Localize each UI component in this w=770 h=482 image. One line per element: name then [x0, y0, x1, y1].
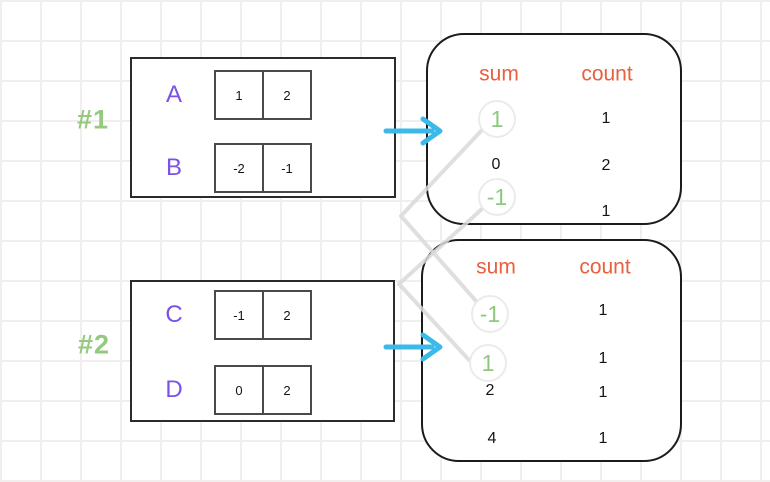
row-label-C: C	[165, 301, 183, 328]
table-1-count-header: count	[581, 62, 633, 86]
table-2-row-3-count: 1	[598, 430, 608, 447]
array-B-cell-1: -1	[262, 143, 312, 193]
array-B-cells: -2 -1	[214, 143, 312, 193]
table-2-row-0-count: 1	[598, 302, 608, 319]
table-2-sum-header: sum	[476, 255, 516, 279]
table-1-sum-header: sum	[479, 62, 519, 86]
table-1-row-0-count: 1	[601, 110, 611, 127]
array-C-cells: -1 2	[214, 290, 312, 340]
table-1-row-1-sum: 0	[491, 156, 501, 173]
table-2-row-1-count: 1	[598, 350, 608, 367]
array-A-cell-0: 1	[214, 70, 264, 120]
sum-count-table-2: sum count 1 1 2 1 4 1	[421, 239, 682, 462]
array-D-cell-1: 2	[262, 365, 312, 415]
row-label-B: B	[165, 154, 183, 181]
row-label-D: D	[165, 376, 183, 403]
table-2-row-0-sum: -1	[479, 300, 501, 327]
table-1-row-2-sum: -1	[486, 183, 508, 210]
array-D-cells: 0 2	[214, 365, 312, 415]
table-1-row-2-sum-highlight: -1	[478, 178, 516, 216]
array-A-cell-1: 2	[262, 70, 312, 120]
group-1-box: A 1 2 B -2 -1	[130, 57, 396, 198]
sum-count-table-1: sum count 1 0 2 1	[426, 33, 682, 225]
table-1-row-2-count: 1	[601, 203, 611, 220]
group-2-box: C -1 2 D 0 2	[130, 280, 395, 422]
table-2-row-1-sum: 1	[481, 349, 495, 376]
row-label-A: A	[165, 81, 183, 108]
table-2-count-header: count	[579, 255, 631, 279]
array-A-cells: 1 2	[214, 70, 312, 120]
group-2-label: #2	[77, 329, 111, 360]
table-2-row-3-sum: 4	[487, 430, 497, 447]
table-2-row-1-sum-highlight: 1	[469, 344, 507, 382]
table-1-row-0-sum: 1	[490, 105, 504, 132]
array-C-cell-1: 2	[262, 290, 312, 340]
array-C-cell-0: -1	[214, 290, 264, 340]
table-2-row-2-count: 1	[598, 384, 608, 401]
array-B-cell-0: -2	[214, 143, 264, 193]
table-2-row-2-sum: 2	[485, 382, 495, 399]
array-D-cell-0: 0	[214, 365, 264, 415]
group-1-label: #1	[76, 104, 110, 135]
table-1-row-0-sum-highlight: 1	[478, 100, 516, 138]
table-1-row-1-count: 2	[601, 157, 611, 174]
table-2-row-0-sum-highlight: -1	[471, 295, 509, 333]
